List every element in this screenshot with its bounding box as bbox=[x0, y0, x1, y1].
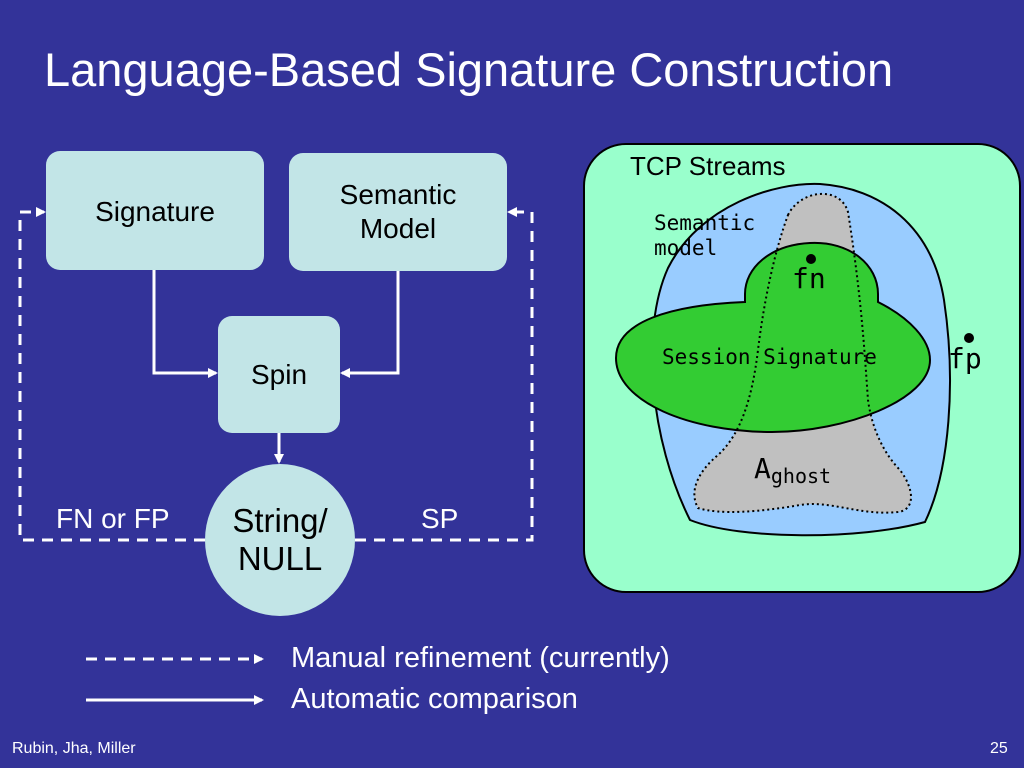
a-ghost-subscript: ghost bbox=[770, 464, 832, 488]
fp-point bbox=[964, 333, 974, 343]
semantic-model-box: Semantic Model bbox=[289, 153, 507, 271]
semantic-model-label-line1: Semantic bbox=[339, 179, 457, 211]
legend-manual-label: Manual refinement (currently) bbox=[291, 642, 670, 674]
model-to-spin-arrow bbox=[340, 271, 400, 378]
signature-to-spin-arrow bbox=[152, 270, 218, 378]
spin-label: Spin bbox=[250, 358, 308, 390]
footer-authors: Rubin, Jha, Miller bbox=[12, 740, 136, 757]
page-number: 25 bbox=[990, 740, 1008, 757]
semantic-model-region-line1: Semantic bbox=[654, 211, 756, 235]
fn-point bbox=[806, 254, 816, 264]
signature-label: Signature bbox=[95, 196, 215, 227]
semantic-model-region-line2: model bbox=[654, 236, 718, 261]
string-label-line2: NULL bbox=[237, 540, 323, 577]
sp-feedback-dashed-arrow bbox=[355, 207, 534, 542]
signature-box: Signature bbox=[46, 151, 264, 270]
slide-title: Language-Based Signature Construction bbox=[44, 43, 894, 96]
tcp-streams-label: TCP Streams bbox=[630, 151, 786, 181]
session-signature-label: Session Signature bbox=[662, 345, 877, 369]
semantic-model-label-line2: Model bbox=[359, 213, 437, 244]
a-ghost-label: Aghost bbox=[754, 452, 831, 488]
string-label-line1: String/ bbox=[232, 502, 328, 540]
fp-label: fp bbox=[948, 342, 982, 375]
semantic-model-region-label: Semantic model bbox=[654, 211, 755, 261]
spin-box: Spin bbox=[218, 316, 340, 433]
a-ghost-outline bbox=[693, 193, 912, 514]
string-null-circle: String/ NULL bbox=[205, 464, 355, 616]
session-signature-region bbox=[614, 241, 932, 434]
fn-label: fn bbox=[792, 262, 826, 295]
sp-label: SP bbox=[421, 503, 459, 534]
fn-or-fp-label: FN or FP bbox=[56, 503, 170, 534]
fn-fp-feedback-dashed-arrow bbox=[18, 207, 205, 542]
legend-automatic-label: Automatic comparison bbox=[291, 683, 578, 715]
a-ghost-main: A bbox=[754, 452, 771, 485]
